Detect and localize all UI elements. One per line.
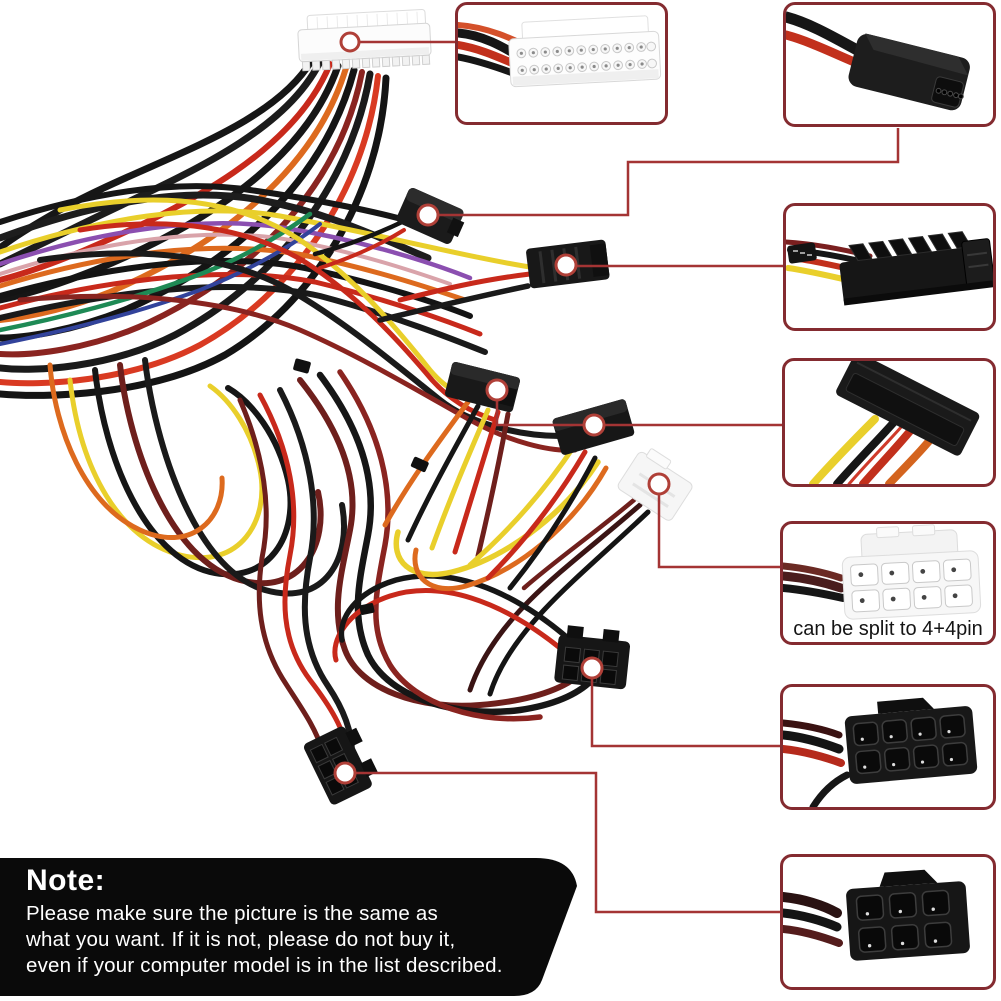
note-line: what you want. If it is not, please do n… [26,928,456,951]
sata-angled-photo [809,361,980,484]
inset-atx-24pin [455,2,668,125]
sata-power-photo [786,231,993,306]
note-line: Please make sure the picture is the same… [26,902,438,925]
atx-24pin-main [297,8,432,72]
sata-main-2 [445,361,520,413]
small-4pin-photo [786,11,970,111]
pcie-6pin-photo [783,869,970,961]
cpu-8pin-photo [783,524,982,620]
callout-lines [355,40,900,914]
note-title: Note: [26,864,106,897]
atx-24pin-photo [458,15,662,88]
wire-bundle [0,56,651,758]
pcie-8pin-photo [783,697,978,807]
inset-caption: can be split to 4+4pin [793,618,983,640]
inset-sata-angled [782,358,996,487]
note-box: Note: Please make sure the picture is th… [0,858,580,996]
note-background-shape [0,858,577,996]
inset-cpu-8pin: can be split to 4+4pin [780,521,996,645]
cable-ties [293,358,429,615]
note-line: even if your computer model is in the li… [26,954,503,977]
inset-sata-power [783,203,996,331]
inset-small-4pin [783,2,996,127]
connector-markers [333,31,671,785]
inset-pcie-8pin [780,684,996,810]
inset-pcie-6pin [780,854,996,990]
